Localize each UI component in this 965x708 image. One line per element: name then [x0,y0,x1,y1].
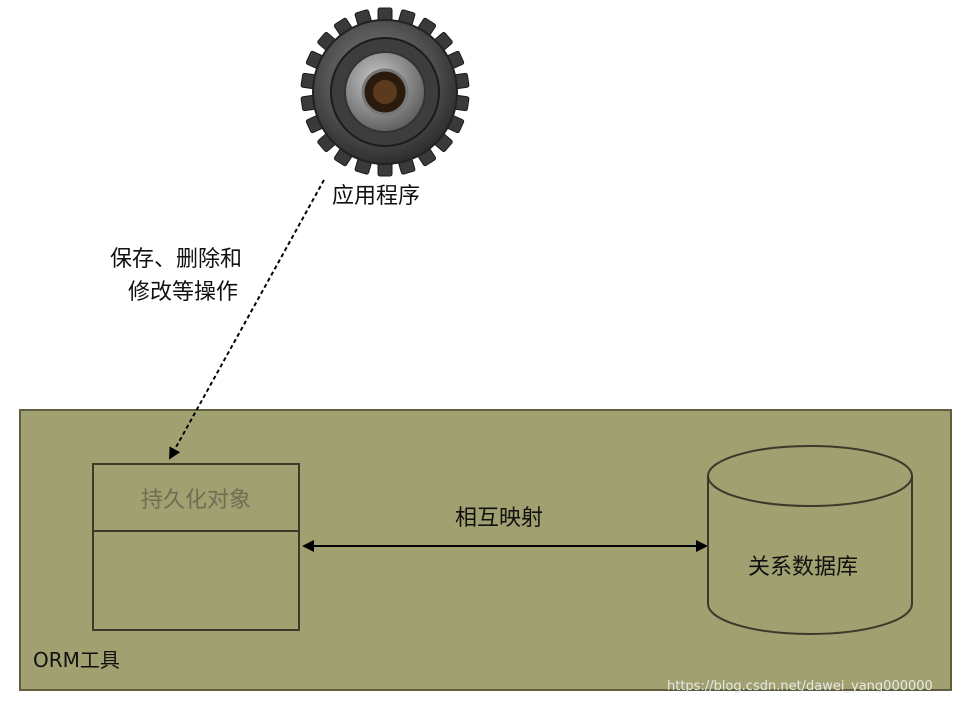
operation-label-line2: 修改等操作 [128,280,239,305]
database-label: 关系数据库 [748,555,859,580]
application-label: 应用程序 [332,184,421,209]
persistent-object-box: 持久化对象 [92,463,300,631]
operation-label-line1: 保存、删除和 [110,247,243,272]
gear-icon [300,7,470,177]
database-cylinder-icon [707,445,913,635]
orm-tool-label: ORM工具 [33,648,120,672]
save-delete-arrow [169,179,325,460]
operation-label: 保存、删除和 修改等操作 [110,243,242,309]
watermark-url: https://blog.csdn.net/dawei_yang000000 [667,679,933,694]
mapping-label: 相互映射 [455,506,544,531]
persistent-object-label: 持久化对象 [94,465,298,532]
